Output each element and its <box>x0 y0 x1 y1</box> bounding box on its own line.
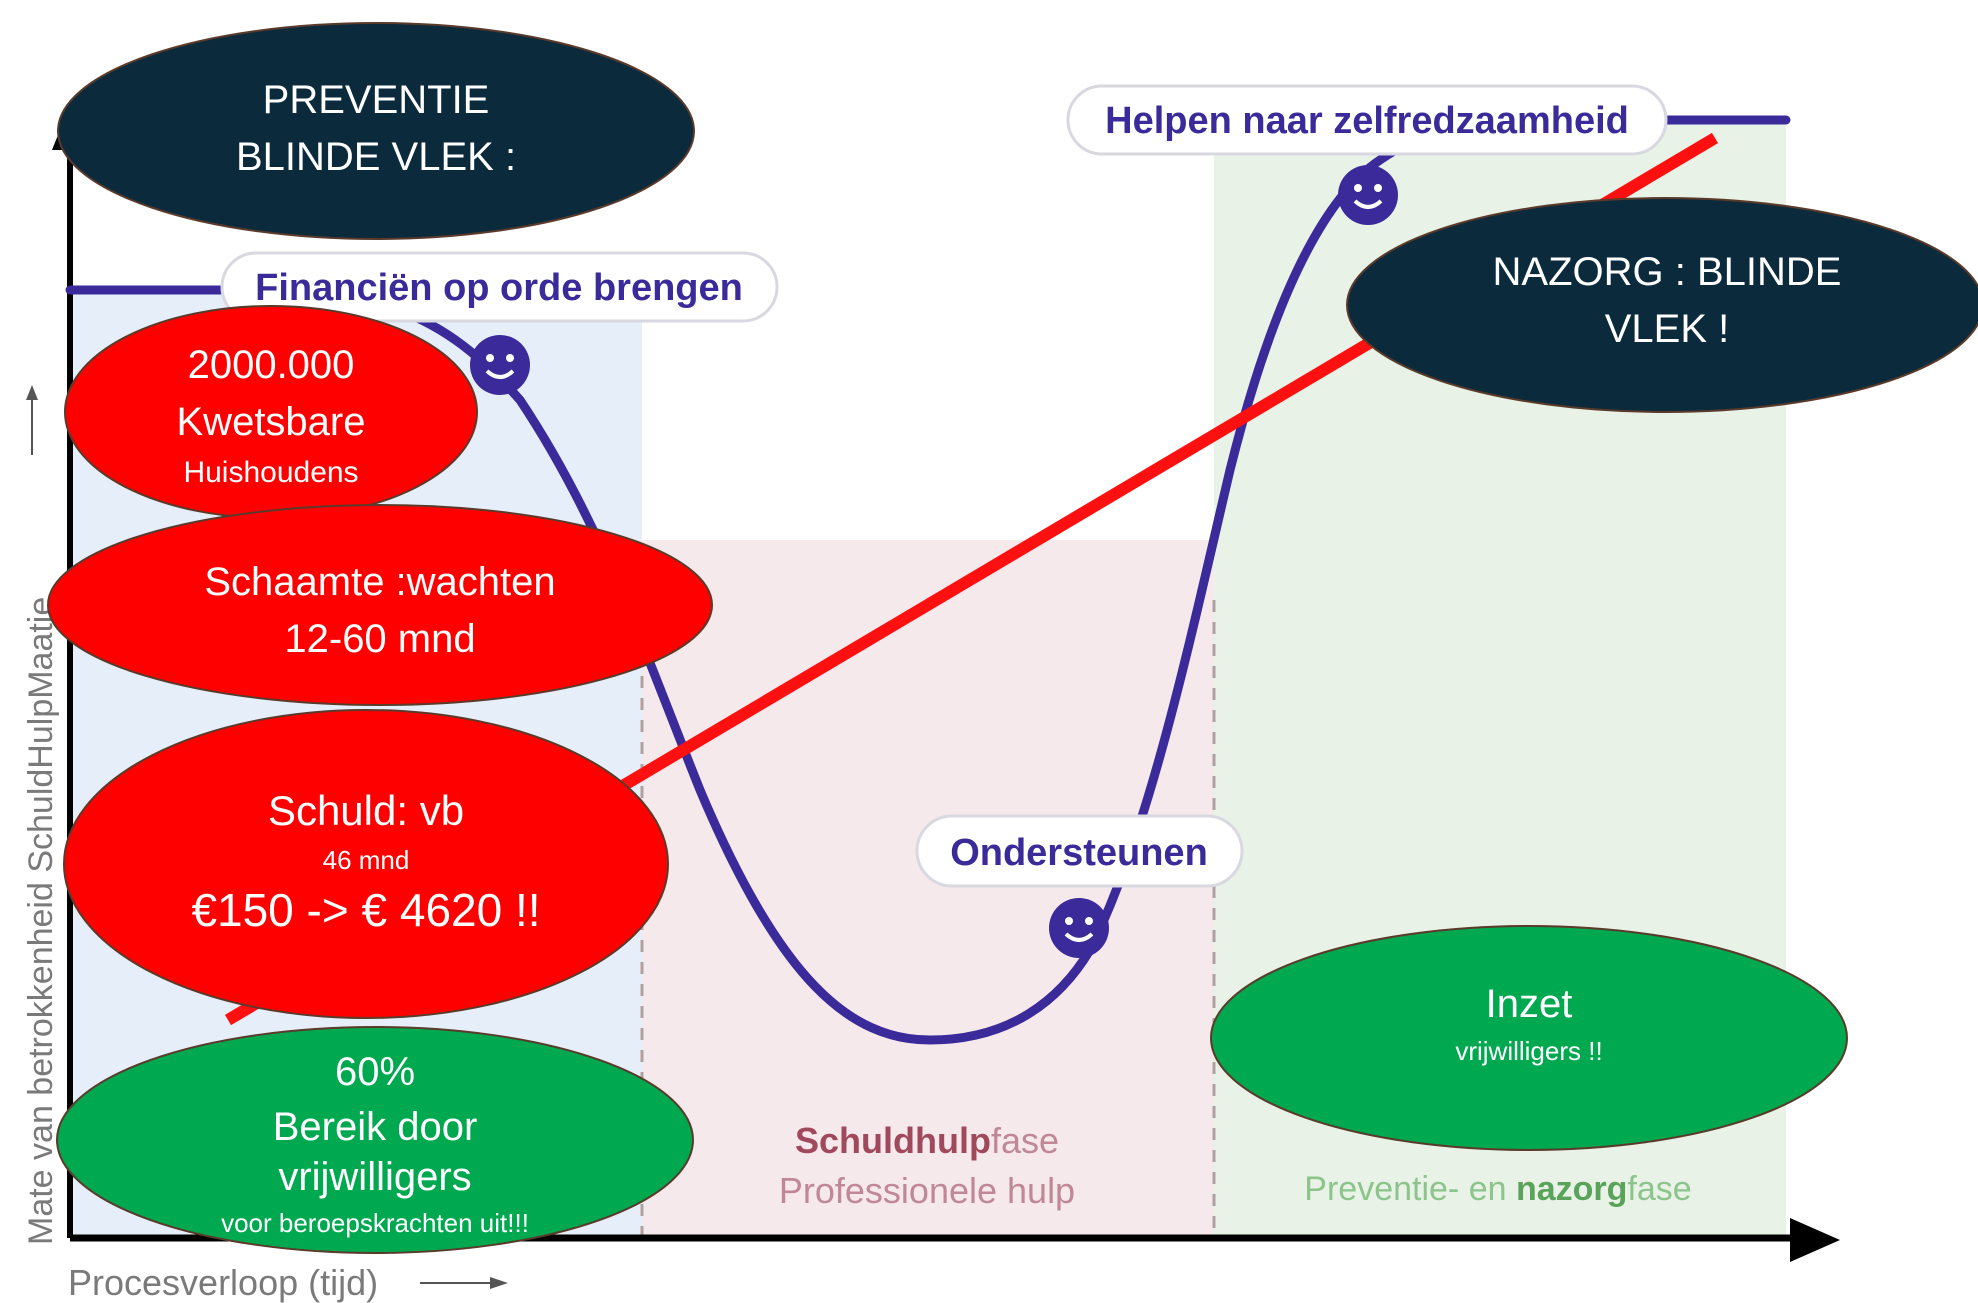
phase-title-nazorg-rest: fase <box>1627 1170 1691 1208</box>
bubble-bereik-line4: voor beroepskrachten uit!!! <box>221 1208 529 1238</box>
bubble-preventie-line1: PREVENTIE <box>263 78 490 122</box>
smiley-icon <box>470 335 530 395</box>
bubble-schuld: Schuld: vb 46 mnd €150 -> € 4620 !! <box>63 709 669 1019</box>
bubble-kwetsbare-line3: Huishoudens <box>183 456 358 489</box>
bubble-bereik-line3: vrijwilligers <box>278 1155 471 1199</box>
smiley-icon <box>1338 165 1398 225</box>
label-ondersteunen-text: Ondersteunen <box>950 832 1208 874</box>
label-ondersteunen: Ondersteunen <box>915 814 1244 888</box>
bubble-nazorg: NAZORG : BLINDE VLEK ! <box>1346 197 1978 413</box>
y-axis-label: Mate van betrokkenheid SchuldHulpMaatje <box>22 597 60 1245</box>
involvement-curve <box>65 115 1791 1045</box>
bubble-schuld-line2: 46 mnd <box>323 845 410 875</box>
bubble-inzet-line2: vrijwilligers !! <box>1455 1036 1602 1066</box>
bubble-bereik: 60% Bereik door vrijwilligers voor beroe… <box>56 1026 694 1254</box>
bubble-schaamte: Schaamte :wachten 12-60 mnd <box>47 504 713 706</box>
x-axis-label: Procesverloop (tijd) <box>68 1262 378 1303</box>
x-axis-arrowhead <box>1790 1218 1840 1262</box>
bubble-kwetsbare-line1: 2000.000 <box>188 343 355 387</box>
phase-title-schuldhulp-rest: fase <box>991 1120 1059 1161</box>
bubble-schaamte-line2: 12-60 mnd <box>284 617 475 661</box>
label-zelfredzaamheid-text: Helpen naar zelfredzaamheid <box>1105 100 1629 142</box>
phase-title-nazorg: Preventie- en nazorgfase <box>1304 1170 1691 1208</box>
bubble-nazorg-line1: NAZORG : BLINDE <box>1493 250 1842 294</box>
phase-subtitle-schuldhulp: Professionele hulp <box>779 1170 1075 1211</box>
bubble-schuld-line3: €150 -> € 4620 !! <box>191 884 540 936</box>
bubble-kwetsbare: 2000.000 Kwetsbare Huishoudens <box>64 305 478 519</box>
bubble-schaamte-line1: Schaamte :wachten <box>204 560 555 604</box>
phase-title-schuldhulp: Schuldhulpfase <box>795 1120 1059 1161</box>
phase-title-nazorg-bold: nazorg <box>1516 1170 1627 1208</box>
bubble-kwetsbare-line2: Kwetsbare <box>177 400 366 444</box>
smiley-icon <box>1049 898 1109 958</box>
bubble-inzet: Inzet vrijwilligers !! <box>1210 925 1848 1151</box>
label-financien-text: Financiën op orde brengen <box>255 267 743 309</box>
bubble-bereik-line2: Bereik door <box>273 1105 478 1149</box>
bubble-inzet-line1: Inzet <box>1486 982 1573 1026</box>
label-financien: Financiën op orde brengen <box>220 251 779 323</box>
y-label-arrowhead <box>26 385 38 400</box>
bubble-preventie-line2: BLINDE VLEK : <box>236 135 516 179</box>
label-zelfredzaamheid: Helpen naar zelfredzaamheid <box>1066 84 1668 156</box>
x-label-arrowhead <box>490 1277 508 1289</box>
phase-title-schuldhulp-bold: Schuldhulp <box>795 1120 991 1161</box>
bubble-schuld-line1: Schuld: vb <box>268 787 464 834</box>
bubble-bereik-line1: 60% <box>335 1050 415 1094</box>
bubble-preventie: PREVENTIE BLINDE VLEK : <box>57 22 695 240</box>
phase-title-nazorg-pre: Preventie- en <box>1304 1170 1516 1208</box>
bubble-nazorg-line2: VLEK ! <box>1605 307 1730 351</box>
